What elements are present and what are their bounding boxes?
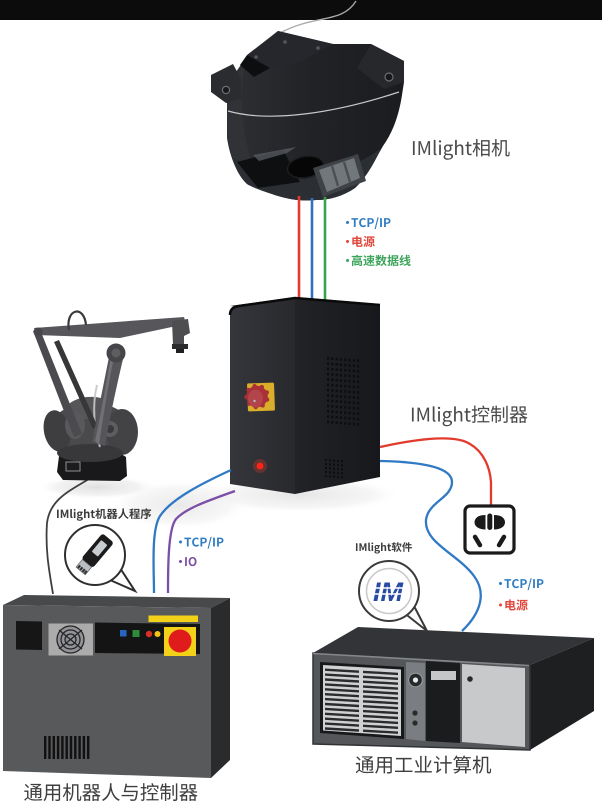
svg-text:IM: IM bbox=[373, 577, 404, 607]
